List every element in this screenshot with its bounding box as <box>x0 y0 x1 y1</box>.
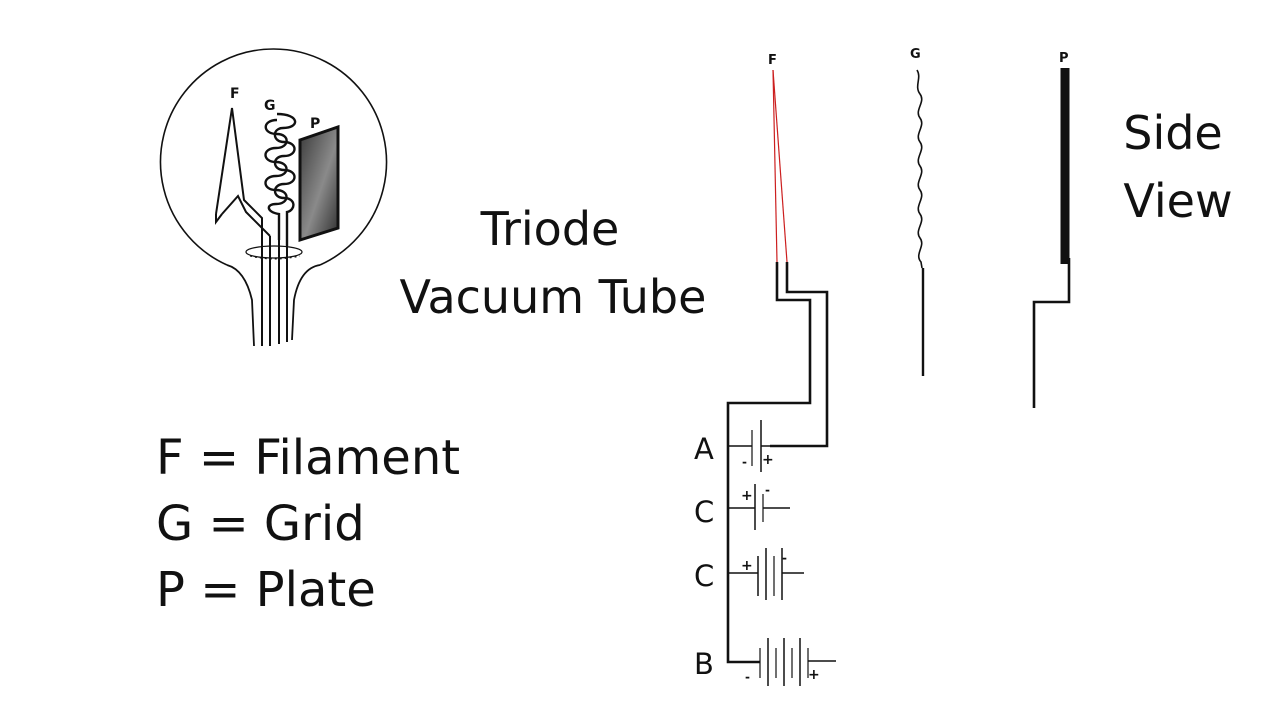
battery-c1 <box>728 484 790 530</box>
filament <box>215 107 271 244</box>
battery-a <box>728 420 770 472</box>
grid-wire <box>916 69 923 269</box>
tube-neck-right <box>291 264 321 341</box>
filament-wire <box>772 69 788 263</box>
tube-label-p: P <box>310 116 320 132</box>
glass-envelope <box>159 48 388 266</box>
polarity-plus: + <box>741 488 753 504</box>
title-line-2: Vacuum Tube <box>399 270 707 324</box>
tube-neck <box>226 264 255 347</box>
polarity-plus: + <box>741 558 753 574</box>
battery-label-c2: C <box>694 559 714 593</box>
side-view-line-2: View <box>1123 174 1233 228</box>
legend-grid: G = Grid <box>156 496 365 552</box>
side-label-p: P <box>1059 51 1069 66</box>
side-view <box>726 68 1071 664</box>
tube-illustration <box>159 48 388 347</box>
base-ring <box>245 245 303 259</box>
side-view-line-1: Side <box>1123 106 1223 160</box>
battery-label-b: B <box>694 647 714 681</box>
polarity-minus: - <box>742 455 747 469</box>
filament-circuit-right <box>770 262 829 448</box>
polarity-plus: + <box>808 667 820 683</box>
legend-plate: P = Plate <box>156 562 376 618</box>
polarity-minus: - <box>765 483 770 497</box>
battery-c2 <box>728 548 804 600</box>
title-line-1: Triode <box>480 202 620 256</box>
legend-filament: F = Filament <box>156 430 461 486</box>
battery-symbols <box>728 420 836 686</box>
battery-b <box>759 638 836 686</box>
filament-wire <box>772 69 778 263</box>
side-label-f: F <box>768 53 777 68</box>
tube-label-g: G <box>264 98 276 114</box>
tube-label-f: F <box>230 86 240 102</box>
polarity-minus: - <box>782 551 787 565</box>
polarity-minus: - <box>745 670 750 684</box>
polarity-plus: + <box>762 452 774 468</box>
side-label-g: G <box>910 47 921 62</box>
filament-circuit-left <box>726 262 812 664</box>
battery-label-c1: C <box>694 495 714 529</box>
plate <box>298 124 340 243</box>
battery-label-a: A <box>694 432 714 466</box>
